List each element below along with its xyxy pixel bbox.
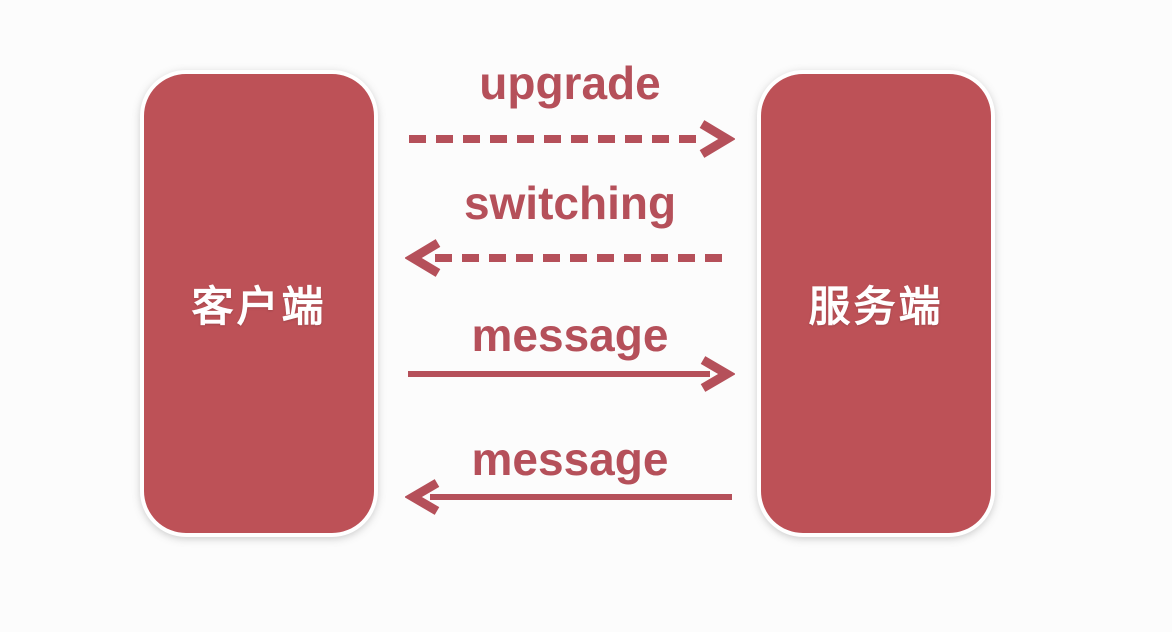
arrow-left-dashed-icon xyxy=(405,238,735,278)
flow-label-message-in: message xyxy=(471,433,669,485)
arrow-right-solid-icon xyxy=(405,354,735,394)
arrow-left-solid-icon xyxy=(405,477,735,517)
flow-label-message-out: message xyxy=(471,309,669,361)
flow-label-upgrade: upgrade xyxy=(479,57,661,109)
client-node: 客户端 xyxy=(140,70,378,537)
server-node: 服务端 xyxy=(757,70,995,537)
client-node-label: 客户端 xyxy=(191,283,327,330)
server-node-label: 服务端 xyxy=(808,283,944,330)
arrow-right-dashed-icon xyxy=(405,119,735,159)
flow-label-switching: switching xyxy=(463,177,677,229)
